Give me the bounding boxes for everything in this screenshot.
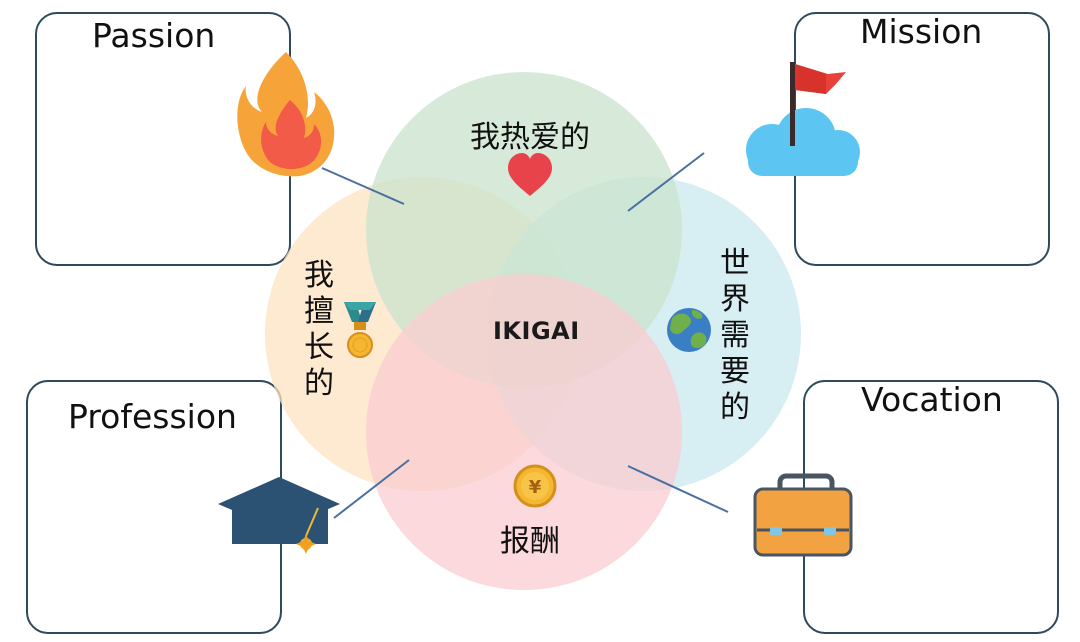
profession-title: Profession [68, 397, 237, 436]
mission-title: Mission [860, 12, 983, 51]
yen-coin-icon: ¥ [513, 464, 557, 508]
good-at-char: 我 [304, 258, 334, 293]
medal-icon [344, 302, 376, 358]
vocation-title: Vocation [861, 380, 1003, 419]
good-at-char: 长 [304, 330, 334, 365]
globe-icon [667, 308, 711, 352]
passion-connector [321, 167, 405, 205]
good-at-label: 我 擅 长 的 [304, 258, 334, 402]
paid-label: 报酬 [500, 524, 560, 559]
flag-on-cloud-icon [746, 62, 860, 176]
graduation-cap-icon [218, 477, 340, 554]
paid-circle [366, 274, 682, 590]
profession-connector [333, 459, 410, 519]
ikigai-center-label: IKIGAI [493, 317, 580, 345]
passion-title: Passion [92, 16, 216, 55]
world-needs-char: 要 [720, 354, 750, 389]
good-at-char: 的 [304, 366, 334, 401]
flame-icon [237, 52, 335, 177]
briefcase-icon [753, 473, 853, 557]
love-label: 我热爱的 [470, 120, 590, 155]
world-needs-char: 的 [720, 390, 750, 425]
vocation-connector [627, 465, 729, 513]
world-needs-char: 需 [720, 318, 750, 353]
world-needs-label: 世 界 需 要 的 [720, 246, 750, 426]
good-at-char: 擅 [304, 294, 334, 329]
svg-text:¥: ¥ [529, 477, 542, 498]
world-needs-char: 世 [720, 246, 750, 281]
mission-connector [627, 152, 705, 212]
heart-icon [508, 153, 552, 196]
world-needs-char: 界 [720, 282, 750, 317]
